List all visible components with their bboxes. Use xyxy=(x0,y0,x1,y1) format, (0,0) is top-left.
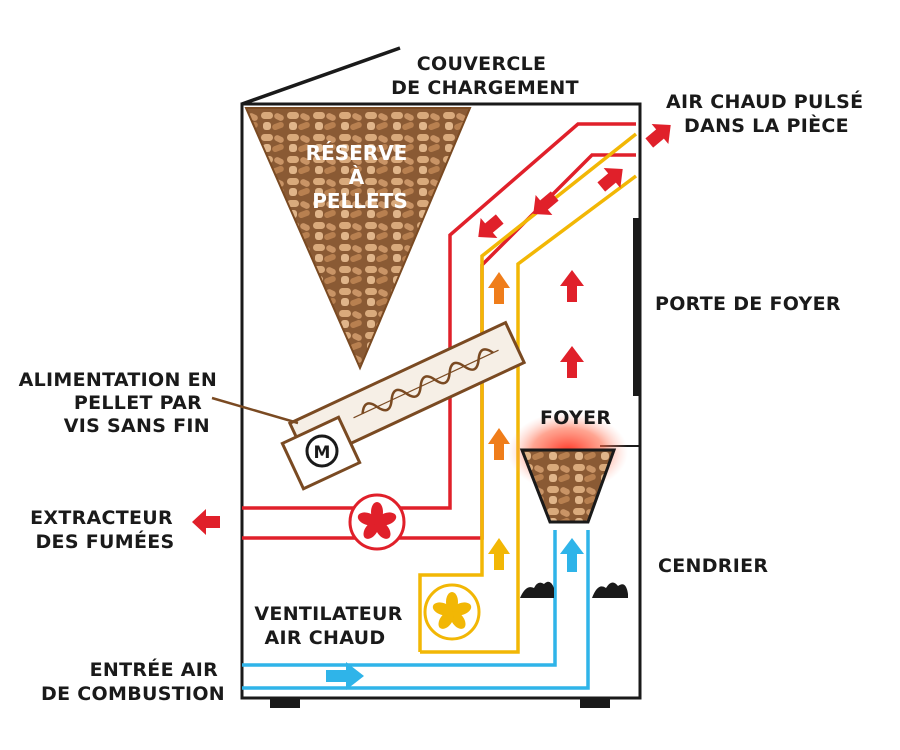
stove-foot-right xyxy=(580,698,610,708)
auger-feed: M xyxy=(280,320,527,491)
stove-body xyxy=(240,102,642,708)
arrow-diag-red xyxy=(478,214,504,238)
lid-label: COUVERCLE DE CHARGEMENT xyxy=(391,53,579,99)
motor-label: M xyxy=(314,443,331,463)
fire-pot xyxy=(508,412,628,524)
pellet-hopper xyxy=(244,107,472,371)
extractor-fan-icon xyxy=(348,493,406,551)
arrow-right-blue xyxy=(326,662,364,690)
foyer-label: FOYER xyxy=(540,407,611,429)
motor-icon xyxy=(305,434,339,468)
feed-pointer xyxy=(211,396,299,425)
arrow-up-orange xyxy=(488,272,510,304)
ash-label: CENDRIER xyxy=(658,555,768,577)
loading-lid[interactable] xyxy=(241,46,401,106)
arrow-hot-air-out xyxy=(645,124,671,148)
arrow-diag-red xyxy=(597,168,623,192)
fire-door[interactable] xyxy=(633,218,641,396)
arrow-up-yellow xyxy=(488,538,510,570)
hot-air-fan-icon xyxy=(423,583,481,641)
fan-label: VENTILATEUR AIR CHAUD xyxy=(254,603,409,649)
arrow-up-orange xyxy=(488,428,510,460)
stove-foot-left xyxy=(270,698,300,708)
arrow-diag-red xyxy=(533,191,559,215)
flow-arrows xyxy=(192,124,671,690)
ash-pile-icon xyxy=(520,581,628,598)
extractor-label: EXTRACTEUR DES FUMÉES xyxy=(30,507,180,553)
arrow-up-red xyxy=(560,270,584,302)
arrow-up-red xyxy=(560,346,584,378)
hot-air-out-label: AIR CHAUD PULSÉ DANS LA PIÈCE xyxy=(666,90,870,137)
door-label: PORTE DE FOYER xyxy=(655,293,841,315)
screw-icon xyxy=(361,348,494,414)
arrow-up-blue xyxy=(560,538,584,572)
reserve-label: RÉSERVE À PELLETS xyxy=(306,141,415,213)
air-in-label: ENTRÉE AIR DE COMBUSTION xyxy=(41,658,225,705)
feed-label: ALIMENTATION EN PELLET PAR VIS SANS FIN xyxy=(19,369,224,437)
arrow-fumes-out xyxy=(192,509,220,535)
